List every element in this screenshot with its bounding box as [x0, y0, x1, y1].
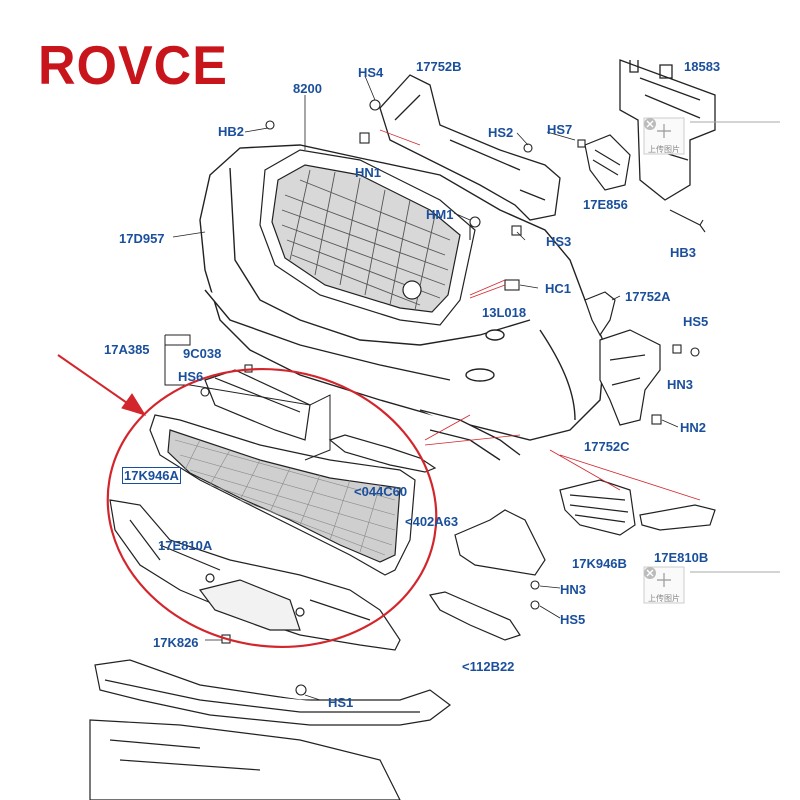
upload-plus-icon — [657, 573, 671, 587]
label-hs4: HS4 — [358, 65, 384, 80]
upload-plus-icon — [657, 124, 671, 138]
label-17e810b: 17E810B — [654, 550, 709, 565]
label-17k946b: 17K946B — [572, 556, 627, 571]
label-17d957: 17D957 — [119, 231, 165, 246]
upload-caption: 上传图片 — [648, 594, 680, 603]
label-hb3: HB3 — [670, 245, 697, 260]
label-044c60: <044C60 — [354, 484, 408, 499]
plate-bracket — [204, 369, 311, 441]
label-hc1: HC1 — [545, 281, 572, 296]
grille — [259, 149, 476, 326]
label-17a385: 17A385 — [104, 342, 150, 357]
label-hs3: HS3 — [546, 234, 572, 249]
label-17e856: 17E856 — [583, 197, 628, 212]
label-17e810a: 17E810A — [158, 538, 213, 553]
bracket-402a63 — [454, 509, 546, 576]
label-17752a: 17752A — [625, 289, 671, 304]
label-17752b: 17752B — [416, 59, 462, 74]
label-hn1: HN1 — [355, 165, 382, 180]
label-13l018: 13L018 — [482, 305, 527, 320]
lower-left-piece — [89, 719, 401, 800]
upload-placeholder-2[interactable] — [643, 566, 685, 604]
lower-mesh-grille — [149, 414, 416, 576]
reference-box-17a385 — [164, 334, 331, 461]
brand-logo: ROVCE — [38, 35, 228, 97]
trim-17e810b — [639, 504, 716, 531]
side-vent — [584, 134, 631, 191]
label-18583: 18583 — [684, 59, 721, 74]
label-hn3-lower: HN3 — [560, 582, 587, 597]
label-8200: 8200 — [293, 81, 322, 96]
label-hs5-lower: HS5 — [560, 612, 586, 627]
label-hs7: HS7 — [547, 122, 573, 137]
reference-lines — [379, 129, 701, 501]
highlight-ellipse — [106, 368, 438, 648]
label-17752c: 17752C — [584, 439, 630, 454]
label-hs2: HS2 — [488, 125, 514, 140]
fog-grille-b — [559, 479, 636, 536]
upper-bracket — [379, 74, 561, 221]
label-402a63: <402A63 — [405, 514, 459, 529]
label-hm1: HM1 — [426, 207, 454, 222]
label-17k826: 17K826 — [153, 635, 199, 650]
label-17k946a: 17K946A — [122, 467, 181, 484]
lower-lip — [94, 659, 451, 726]
undertray — [109, 499, 401, 651]
upload-caption: 上传图片 — [648, 145, 680, 154]
upload-placeholder-1[interactable] — [643, 117, 685, 155]
bracket-17752a — [584, 291, 616, 337]
label-hs6: HS6 — [178, 369, 204, 384]
red-arrow — [57, 354, 147, 416]
label-hn3-upper: HN3 — [667, 377, 694, 392]
strip-112b22 — [429, 591, 521, 641]
label-hs1: HS1 — [328, 695, 354, 710]
label-112b22: <112B22 — [462, 659, 515, 674]
label-9c038: 9C038 — [183, 346, 222, 361]
label-hs5-upper: HS5 — [683, 314, 709, 329]
chrome-strip — [328, 434, 437, 473]
label-hn2: HN2 — [680, 420, 707, 435]
bracket-17752c — [599, 329, 661, 426]
label-hb2: HB2 — [218, 124, 245, 139]
leader-lines — [172, 75, 679, 701]
